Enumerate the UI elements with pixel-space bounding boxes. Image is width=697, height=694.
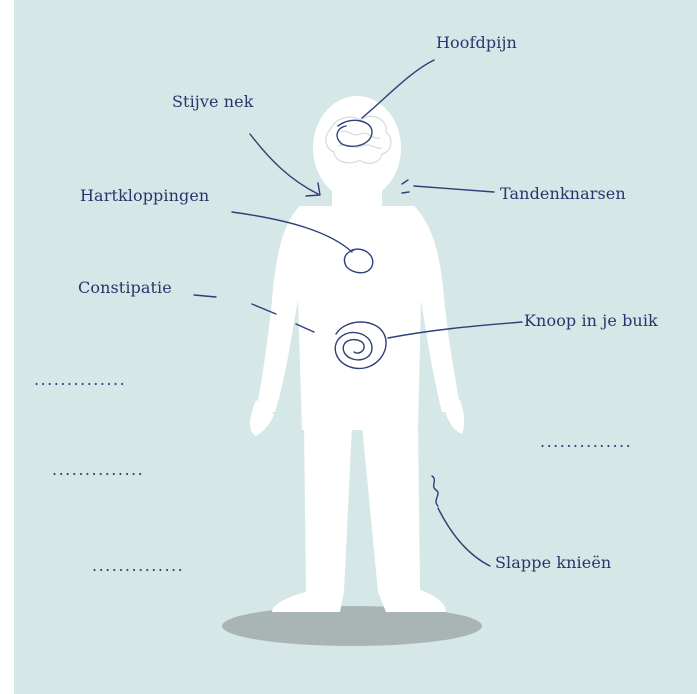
label-weak-knees: Slappe knieën — [495, 553, 611, 572]
blank-left-1: .............. — [34, 370, 126, 389]
blank-left-2: .............. — [52, 460, 144, 479]
label-constipation: Constipatie — [78, 278, 172, 297]
label-palpitations: Hartkloppingen — [80, 186, 209, 205]
label-stiff-neck: Stijve nek — [172, 92, 254, 111]
label-teeth-grinding: Tandenknarsen — [500, 184, 626, 203]
teeth-grinding-tick-2 — [402, 192, 409, 193]
label-headache: Hoofdpijn — [436, 33, 517, 52]
page-left-margin — [0, 0, 14, 694]
label-knot-in-stomach: Knoop in je buik — [524, 311, 658, 330]
blank-left-3: .............. — [92, 556, 184, 575]
blank-right-1: .............. — [540, 432, 632, 451]
